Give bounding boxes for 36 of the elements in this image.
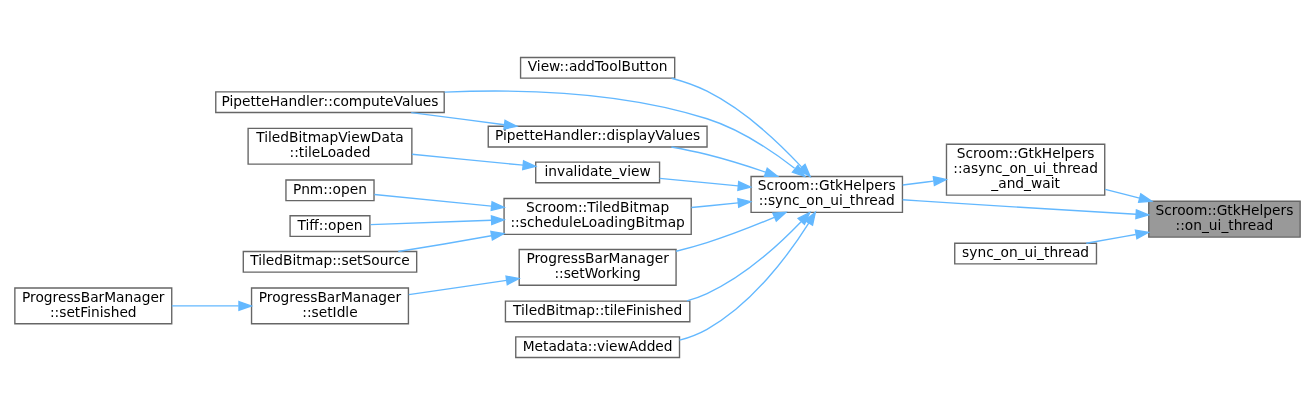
node-box: ProgressBarManager ::setFinished xyxy=(14,287,173,325)
arrow xyxy=(1085,229,1151,244)
node-box: invalidate_view xyxy=(535,161,661,184)
arrow xyxy=(659,177,753,192)
arrow xyxy=(1104,188,1154,204)
arrow xyxy=(411,153,538,171)
arrow xyxy=(443,90,807,178)
arrow xyxy=(902,175,949,187)
arrow xyxy=(686,210,812,302)
arrow xyxy=(408,275,521,296)
arrow xyxy=(678,210,817,341)
node-box: sync_on_ui_thread xyxy=(954,242,1098,265)
node-box: TiledBitmapViewData ::tileLoaded xyxy=(247,127,413,165)
node-box: ProgressBarManager ::setWorking xyxy=(518,248,677,286)
arrow xyxy=(901,199,1151,220)
arrow xyxy=(373,193,507,212)
arrow xyxy=(675,211,788,252)
node-box: ProgressBarManager ::setIdle xyxy=(250,287,410,325)
node-box: PipetteHandler::computeValues xyxy=(215,91,445,114)
node-box: Scroom::GtkHelpers ::on_ui_thread xyxy=(1148,200,1301,238)
arrow xyxy=(369,214,507,226)
node-box: TiledBitmap::tileFinished xyxy=(504,300,691,323)
node-box: Tiff::open xyxy=(289,215,371,238)
arrow xyxy=(397,230,506,253)
node-box: Scroom::GtkHelpers ::sync_on_ui_thread xyxy=(750,175,904,213)
node-box: Metadata::viewAdded xyxy=(515,336,681,359)
arrow xyxy=(670,146,780,178)
node-box: Scroom::TiledBitmap ::scheduleLoadingBitmap xyxy=(503,197,692,235)
node-box: Scroom::GtkHelpers ::async_on_ui_thread _and_wait xyxy=(945,143,1106,196)
arrow xyxy=(171,300,254,312)
arrow xyxy=(690,197,753,209)
node-box: TiledBitmap::setSource xyxy=(242,250,418,273)
arrow xyxy=(410,111,519,130)
node-box: Pnm::open xyxy=(285,179,375,202)
node-box: View::addToolButton xyxy=(519,56,676,79)
node-box: PipetteHandler::displayValues xyxy=(487,125,708,148)
